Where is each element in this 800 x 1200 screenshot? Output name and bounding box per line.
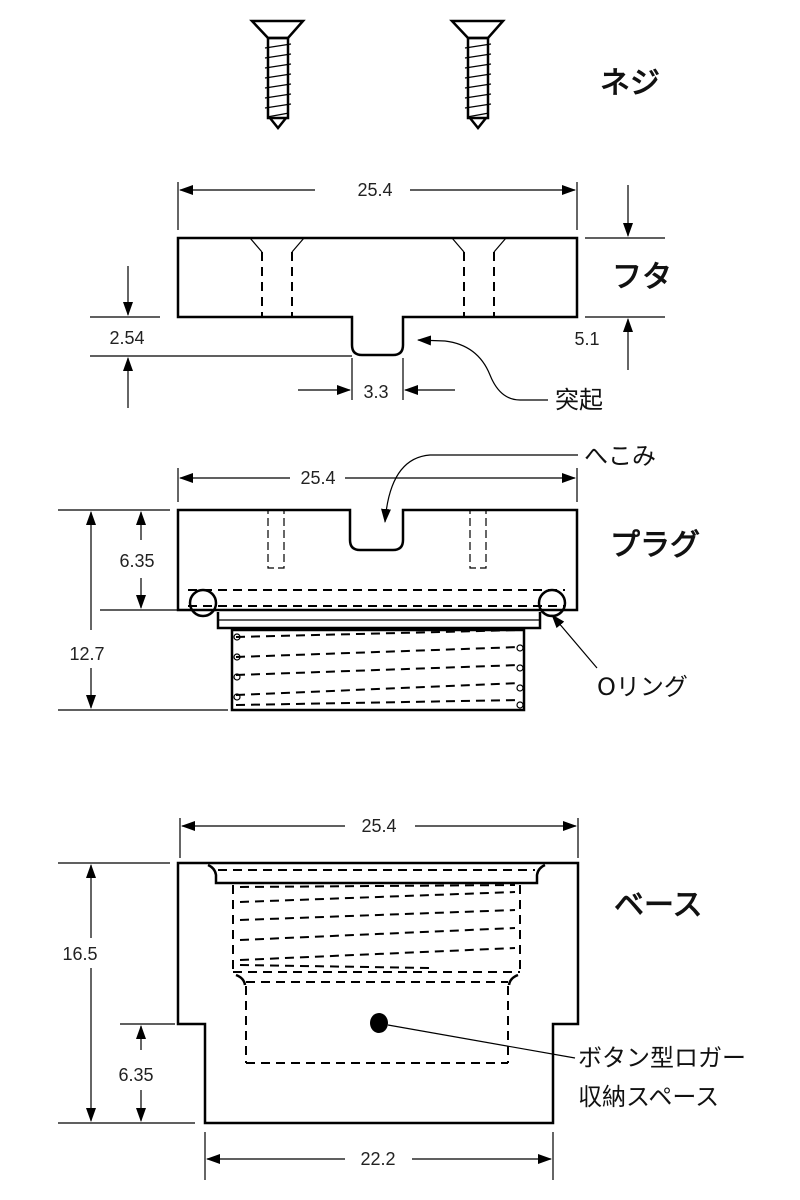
recess-callout: へこみ [584, 442, 656, 470]
plug-label: プラグ [610, 528, 700, 563]
plug-head-height-dim: 6.35 [119, 551, 154, 571]
screw-left [249, 19, 306, 131]
base-step-height-dim: 6.35 [118, 1065, 153, 1085]
base-bottom-width-dim: 22.2 [360, 1149, 395, 1169]
logger-callout-line1: ボタン型ロガー [578, 1044, 746, 1072]
plug-width-dim: 25.4 [300, 468, 335, 488]
plug-drawing [58, 454, 598, 712]
lid-label: フタ [612, 260, 672, 295]
base-height-dim: 16.5 [62, 944, 97, 964]
screws-label: ネジ [600, 66, 660, 101]
lid-drawing [90, 182, 665, 408]
logger-callout-line2: 収納スペース [578, 1083, 719, 1111]
base-label: ベース [614, 888, 703, 923]
screw-right [449, 19, 506, 131]
oring-callout: Oリング [597, 673, 688, 701]
logger-position-dot [370, 1013, 388, 1033]
base-drawing [58, 818, 580, 1180]
protrusion-callout: 突起 [555, 386, 603, 414]
lid-thickness-dim: 5.1 [574, 329, 599, 349]
lid-protrusion-width-dim: 3.3 [363, 382, 388, 402]
lid-width-dim: 25.4 [357, 180, 392, 200]
base-width-dim: 25.4 [361, 816, 396, 836]
plug-height-dim: 12.7 [69, 644, 104, 664]
lid-protrusion-height-dim: 2.54 [109, 328, 144, 348]
